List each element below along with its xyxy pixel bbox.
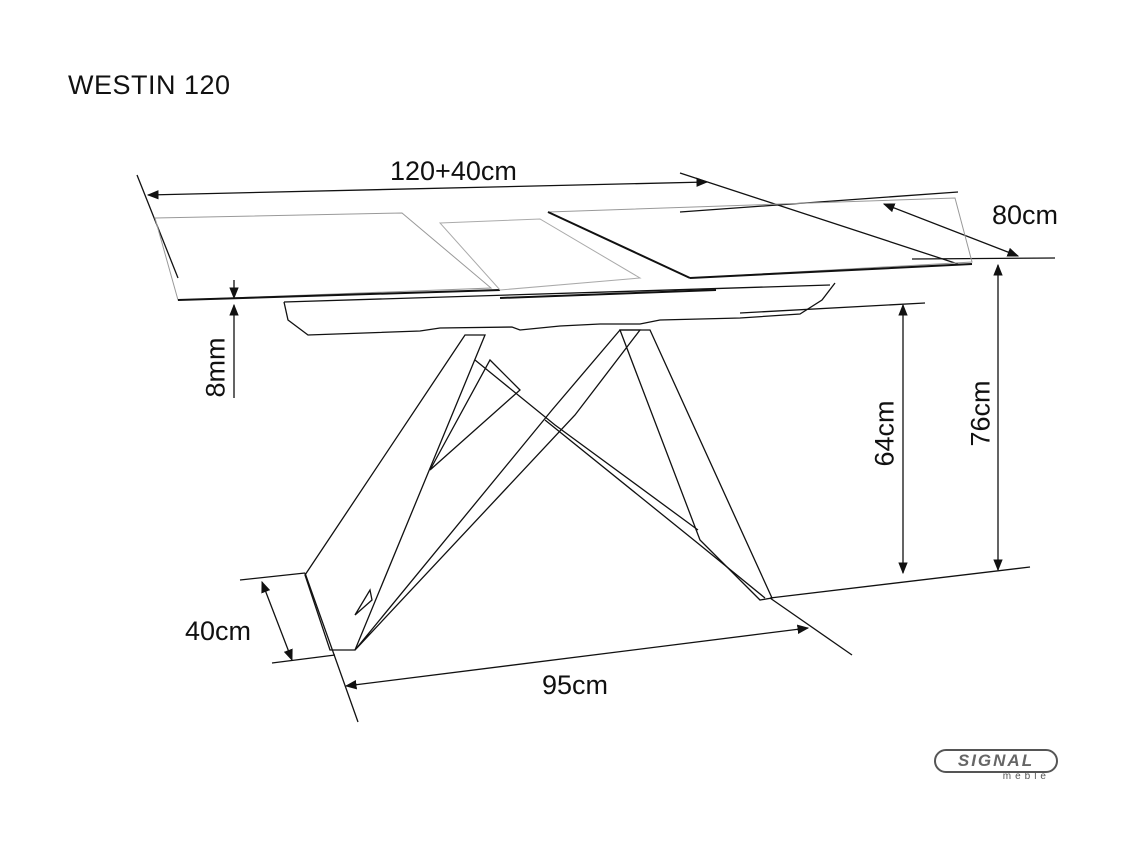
- logo-outline: [934, 749, 1058, 773]
- length-label: 120+40cm: [390, 156, 517, 186]
- total-height-label: 76cm: [965, 380, 996, 447]
- logo-brand-name: SIGNAL: [957, 751, 1035, 770]
- signal-logo: SIGNAL meble: [934, 749, 1058, 783]
- thickness-label: 8mm: [200, 337, 231, 398]
- leg-depth-arrow: [261, 580, 293, 662]
- width-label: 80cm: [992, 200, 1059, 230]
- product-title: WESTIN 120: [68, 70, 231, 100]
- leg-depth-label: 40cm: [185, 616, 252, 646]
- leg-span-arrow: [344, 624, 810, 690]
- width-dimension-arrow: [882, 203, 1020, 257]
- clearance-height-label: 64cm: [869, 400, 900, 467]
- logo-subtitle: meble: [1002, 771, 1050, 782]
- leg-span-label: 95cm: [542, 670, 609, 700]
- length-dimension-arrow: [146, 177, 709, 200]
